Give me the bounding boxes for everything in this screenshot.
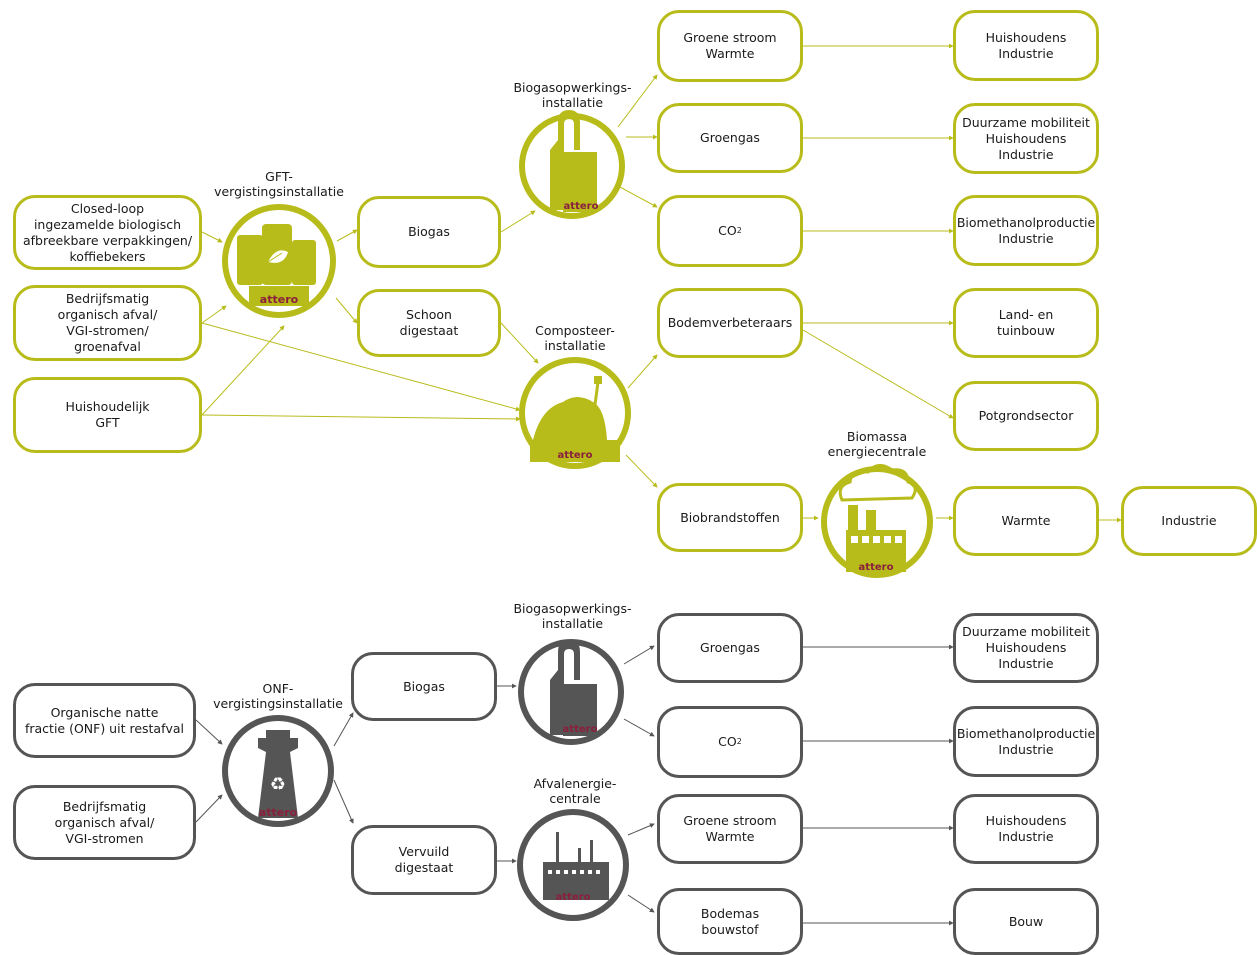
input-bedrijfsmatig-onf: Bedrijfsmatig organisch afval/ VGI-strom… xyxy=(13,785,196,860)
product-vervuild-digestaat: Vervuild digestaat xyxy=(351,825,497,895)
svg-text:attero: attero xyxy=(859,562,894,573)
svg-text:attero: attero xyxy=(260,293,299,306)
outcome-duurzame-mobiliteit: Duurzame mobiliteit Huishoudens Industri… xyxy=(953,103,1099,174)
outcome-warmte: Warmte xyxy=(953,486,1099,556)
co2-sub: 2 xyxy=(736,226,742,235)
biogas-upgrade-gray-icon: attero xyxy=(518,639,624,745)
outcome-land-tuinbouw: Land- en tuinbouw xyxy=(953,288,1099,358)
svg-text:attero: attero xyxy=(556,892,591,903)
product-biobrandstoffen: Biobrandstoffen xyxy=(657,483,803,552)
product-groengas: Groengas xyxy=(657,103,803,173)
product-biogas: Biogas xyxy=(357,196,501,268)
outcome-duurzame-mobiliteit-onf: Duurzame mobiliteit Huishoudens Industri… xyxy=(953,613,1099,683)
svg-text:attero: attero xyxy=(558,450,593,461)
label-onf-installatie: ONF- vergistingsinstallatie xyxy=(213,681,343,711)
product-groengas-onf: Groengas xyxy=(657,613,803,683)
product-schoon-digestaat: Schoon digestaat xyxy=(357,289,501,357)
outcome-biomethanol: Biomethanolproductie Industrie xyxy=(953,195,1099,266)
input-onf: Organische natte fractie (ONF) uit resta… xyxy=(13,683,196,758)
biogas-upgrade-green-icon: attero xyxy=(519,110,625,219)
product-groene-stroom-onf: Groene stroom Warmte xyxy=(657,794,803,864)
input-huishoudelijk-gft: Huishoudelijk GFT xyxy=(13,377,202,453)
co2-base: CO xyxy=(718,223,737,238)
green-connectors xyxy=(201,43,1122,523)
label-gft-installatie: GFT- vergistingsinstallatie xyxy=(214,169,344,199)
product-bodemverbeteraars: Bodemverbeteraars xyxy=(657,288,803,358)
outcome-bouw: Bouw xyxy=(953,888,1099,955)
outcome-huishoudens-industrie-onf: Huishoudens Industrie xyxy=(953,794,1099,864)
outcome-potgrond: Potgrondsector xyxy=(953,381,1099,451)
co2-base-onf: CO xyxy=(718,734,737,749)
svg-text:attero: attero xyxy=(564,201,599,212)
label-biogas-upgrade-green: Biogasopwerkings- installatie xyxy=(513,80,632,110)
composting-icon: attero xyxy=(519,357,631,469)
label-biomassa: Biomassa energiecentrale xyxy=(827,429,927,459)
onf-digester-icon: ♻ attero xyxy=(222,715,334,827)
input-closed-loop: Closed-loop ingezamelde biologisch afbre… xyxy=(13,195,202,270)
co2-sub-onf: 2 xyxy=(736,737,742,746)
svg-text:attero: attero xyxy=(259,806,298,819)
product-biogas-onf: Biogas xyxy=(351,652,497,721)
recycle-icon: ♻ xyxy=(270,774,286,795)
svg-text:attero: attero xyxy=(563,724,598,735)
product-groene-stroom: Groene stroom Warmte xyxy=(657,10,803,82)
label-afvalenergie: Afvalenergie- centrale xyxy=(533,776,617,806)
biomass-plant-icon: attero xyxy=(821,464,933,578)
outcome-biomethanol-onf: Biomethanolproductie Industrie xyxy=(953,706,1099,777)
gft-digester-icon: attero xyxy=(222,204,336,318)
label-compost: Composteer- installatie xyxy=(535,323,615,353)
gray-connectors xyxy=(195,644,954,926)
waste-energy-plant-icon: attero xyxy=(517,809,629,921)
label-biogas-upgrade-gray: Biogasopwerkings- installatie xyxy=(513,601,632,631)
outcome-industrie: Industrie xyxy=(1121,486,1257,556)
outcome-huishoudens-industrie: Huishoudens Industrie xyxy=(953,10,1099,81)
product-bodemas: Bodemas bouwstof xyxy=(657,888,803,955)
input-bedrijfsmatig: Bedrijfsmatig organisch afval/ VGI-strom… xyxy=(13,285,202,361)
